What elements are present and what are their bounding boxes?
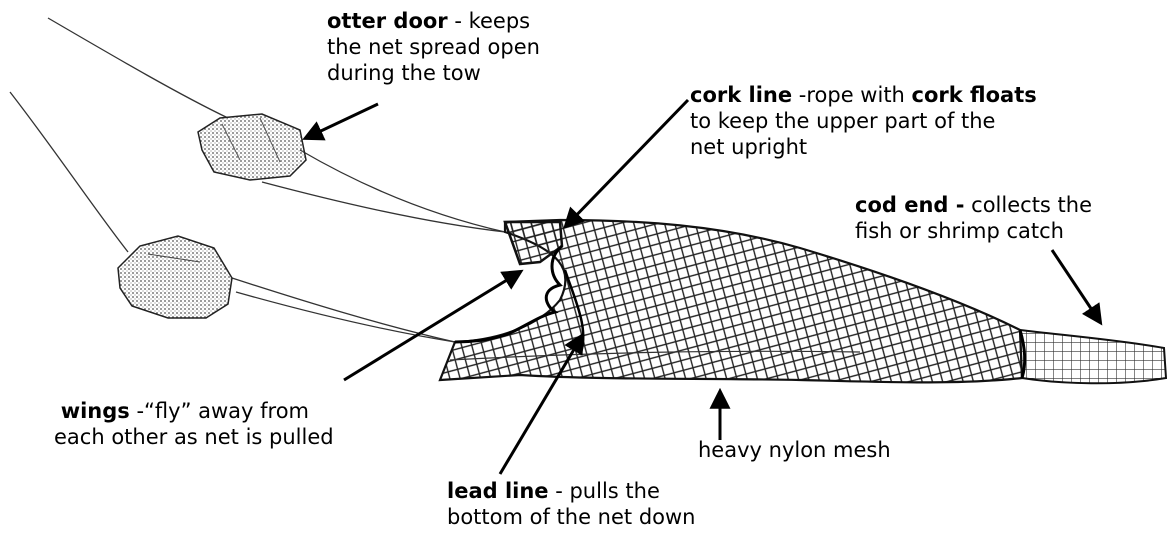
upper-otter-door — [198, 114, 306, 180]
mesh-label: heavy nylon mesh — [698, 437, 891, 463]
wings-term: wings — [61, 399, 130, 423]
cork-line-term: cork line — [690, 83, 792, 107]
cod-end-term: cod end - — [855, 193, 964, 217]
cork-floats-term: cork floats — [912, 83, 1037, 107]
otter-door-term: otter door — [327, 9, 448, 33]
cork-line-arrow — [566, 100, 688, 226]
lead-line-term: lead line — [447, 479, 549, 503]
cod-end-label: cod end - collects the fish or shrimp ca… — [855, 192, 1092, 244]
cork-line-label: cork line -rope with cork floats to keep… — [690, 82, 1037, 160]
wings-label: wings -“fly” away from each other as net… — [54, 398, 334, 450]
trawl-net — [440, 220, 1166, 383]
otter-door-label: otter door - keeps the net spread open d… — [327, 8, 540, 86]
lower-tow-rope — [10, 92, 128, 252]
otter-door-arrow — [306, 104, 378, 138]
upper-tow-rope — [48, 18, 228, 118]
cod-end — [1020, 330, 1166, 383]
lead-line-label: lead line - pulls the bottom of the net … — [447, 478, 695, 530]
lower-otter-door — [118, 236, 232, 318]
cod-end-arrow — [1052, 250, 1100, 322]
